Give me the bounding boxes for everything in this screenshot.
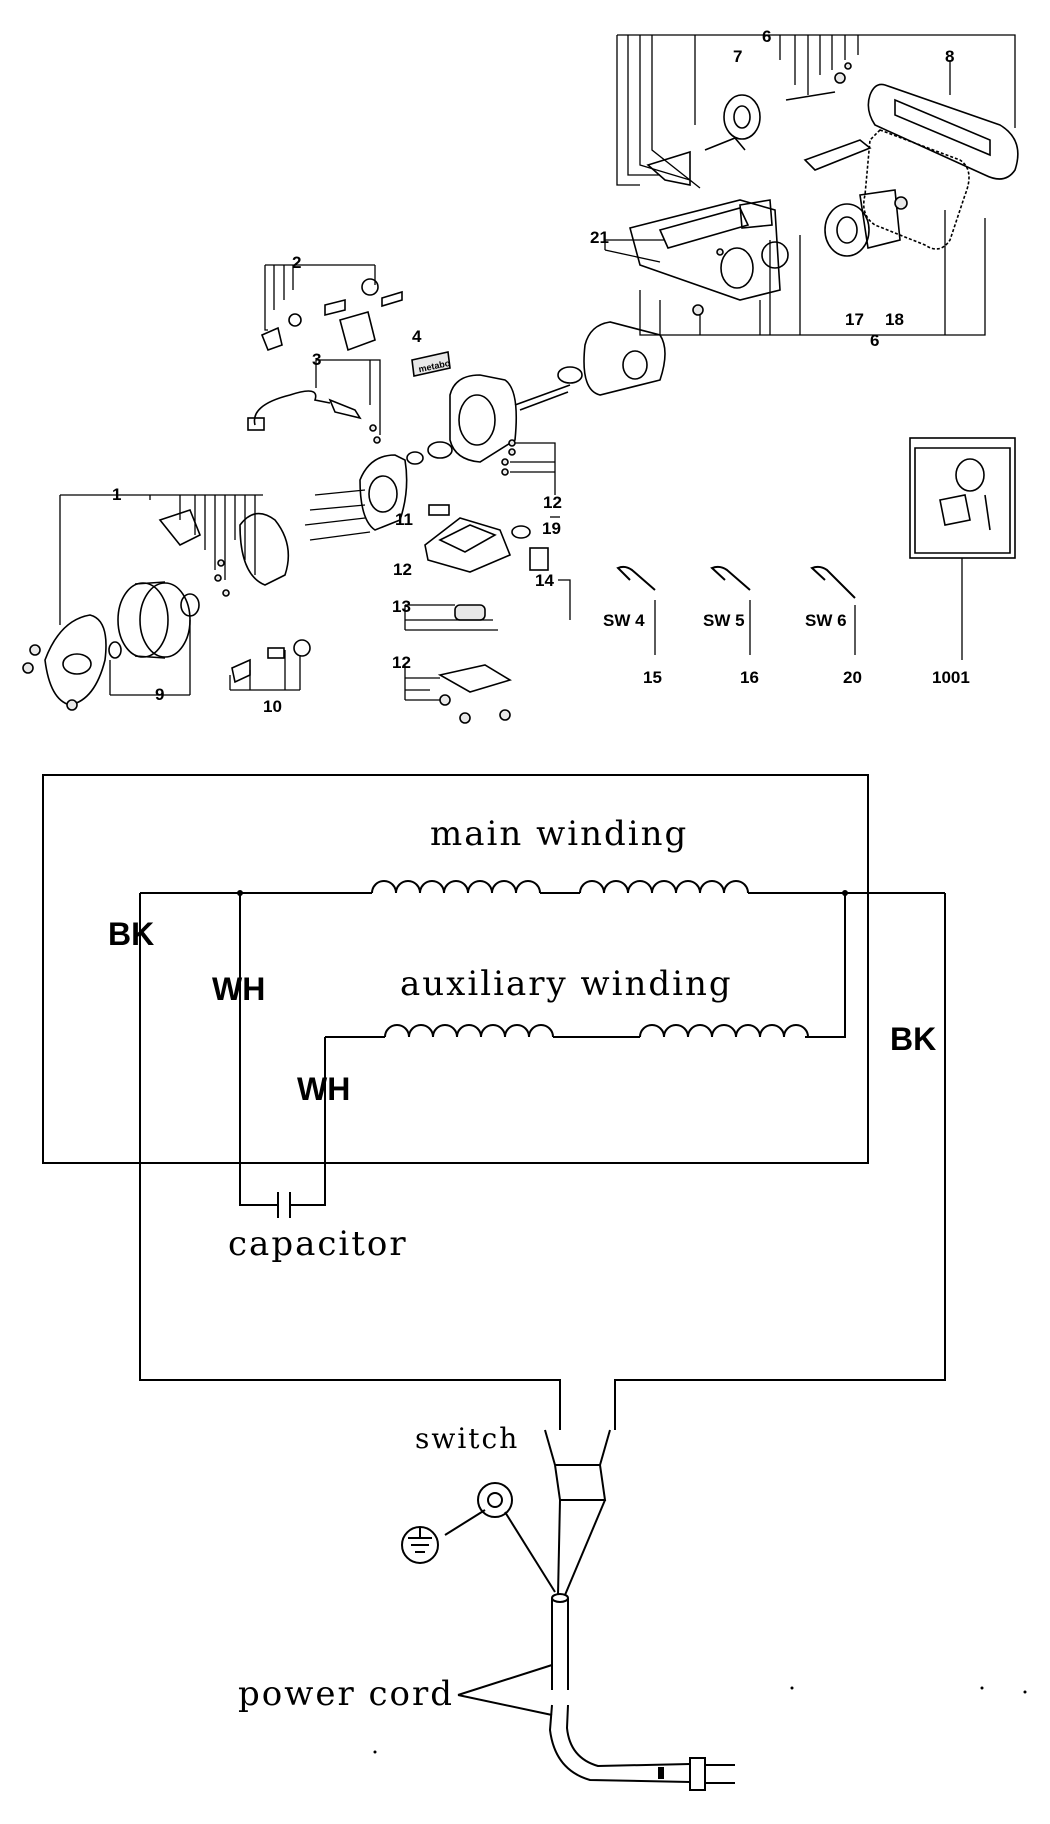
- auxiliary-winding-coil-2: [639, 1024, 809, 1038]
- callout-10: 10: [263, 697, 282, 716]
- grinding-wheel: [22, 581, 200, 711]
- callout-1001: 1001: [932, 668, 970, 687]
- power-cord-part: [247, 359, 381, 444]
- motor-stator: [406, 374, 571, 465]
- switch-symbol: [544, 1429, 611, 1596]
- auxiliary-winding-label: auxiliary winding: [400, 964, 733, 1004]
- switch-label: switch: [415, 1422, 519, 1455]
- callout-15: 17: [845, 310, 864, 329]
- callout-11: 11: [395, 510, 413, 529]
- motor-base: [424, 504, 571, 620]
- wrench-label-sw6: SW 6: [805, 611, 847, 630]
- main-winding-coil-2: [579, 880, 749, 894]
- callout-6-bottom: 6: [870, 331, 879, 350]
- wire-label-wh-2: WH: [297, 1071, 350, 1107]
- screw-group-12-upper: [501, 439, 556, 495]
- callout-9: 9: [155, 685, 164, 704]
- callout-14: 14: [535, 571, 554, 590]
- callout-17: 15: [643, 668, 662, 687]
- callout-7: 7: [733, 47, 742, 66]
- callout-2: 2: [292, 253, 301, 272]
- wheel-guard-group: [59, 494, 290, 625]
- capacitor-and-plate: [404, 604, 512, 724]
- callout-13: 13: [392, 597, 411, 616]
- wire-label-bk-right: BK: [890, 1021, 936, 1057]
- ground-symbol: [401, 1482, 556, 1593]
- callout-12-lower: 12: [392, 653, 411, 672]
- callout-21: 21: [590, 228, 609, 247]
- motor-end-bell: [557, 321, 666, 396]
- power-cord-label: power cord: [238, 1674, 454, 1714]
- callout-12-upper: 12: [543, 493, 562, 512]
- callout-numbers: 6 7 8 21 17 18 6 2 4 3 12 11 19 12 14 13…: [112, 27, 970, 716]
- callout-6-top: 6: [762, 27, 771, 46]
- callout-4: 4: [412, 327, 422, 346]
- capacitor-symbol: [268, 1192, 298, 1218]
- wire-label-bk-left: BK: [108, 916, 154, 952]
- callout-3: 3: [312, 350, 321, 369]
- power-cord-symbol: [548, 1593, 735, 1791]
- wrench-label-sw4: SW 4: [603, 611, 645, 630]
- main-winding-label: main winding: [430, 814, 688, 854]
- callout-1: 1: [112, 485, 121, 504]
- wiring-diagram: main winding auxiliary winding BK WH BK …: [42, 774, 1027, 1791]
- callout-18: 16: [740, 668, 759, 687]
- exploded-view: metabo: [22, 27, 1019, 724]
- auxiliary-winding-coil-1: [384, 1024, 554, 1038]
- allen-wrench-19: [810, 565, 856, 655]
- callout-16: 18: [885, 310, 904, 329]
- main-winding-coil-1: [371, 880, 541, 894]
- allen-wrench-17: [616, 565, 656, 655]
- eye-shield-group: [229, 639, 311, 691]
- belt-arm-assembly: [604, 34, 1019, 336]
- motor-left-end-bell: [304, 454, 408, 541]
- callout-12-middle: 12: [393, 560, 412, 579]
- wire-label-wh-1: WH: [212, 971, 265, 1007]
- switch-group-2: [260, 264, 403, 352]
- callout-20: 19: [542, 519, 561, 538]
- wrench-label-sw5: SW 5: [703, 611, 745, 630]
- capacitor-label: capacitor: [228, 1224, 408, 1264]
- callout-19: 20: [843, 668, 862, 687]
- inset-box-1001: [909, 437, 1016, 660]
- allen-wrench-18: [710, 565, 751, 655]
- brand-logo-plate: metabo: [411, 351, 452, 377]
- callout-8: 8: [945, 47, 954, 66]
